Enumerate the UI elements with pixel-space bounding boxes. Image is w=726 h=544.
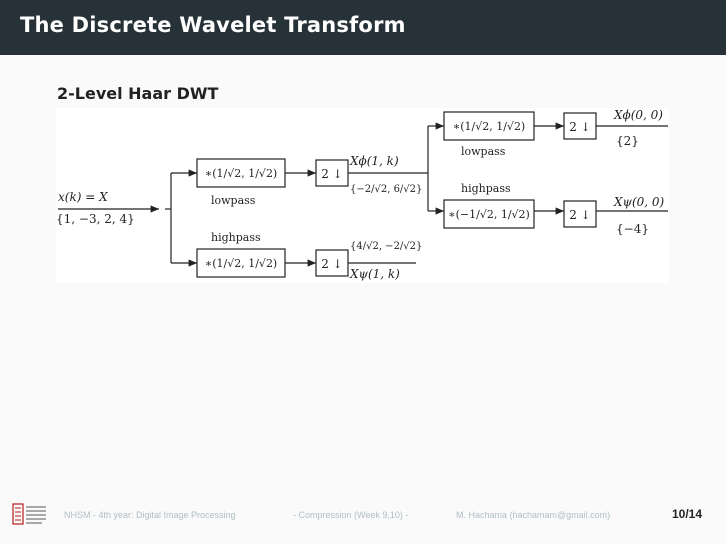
l2-lowpass-filter: ∗(1/√2, 1/√2) — [453, 120, 525, 133]
l2-high-downsample: 2 ↓ — [569, 208, 591, 222]
l2-approx-value: {2} — [616, 134, 639, 148]
l2-lowpass-filter-box — [443, 111, 535, 141]
l2-highpass-filter: ∗(−1/√2, 1/√2) — [448, 208, 530, 221]
l1-detail-values: {4/√2, −2/√2} — [350, 241, 422, 252]
l1-detail-label: Xψ(1, k) — [349, 267, 400, 281]
l1-lowpass-filter: ∗(1/√2, 1/√2) — [205, 167, 277, 180]
frame-subtitle: 2-Level Haar DWT — [57, 84, 219, 103]
footer: NHSM - 4th year: Digital Image Processin… — [0, 500, 726, 530]
l1-approx-label: Xϕ(1, k) — [349, 154, 399, 168]
dwt-svg: x(k) = X {1, −3, 2, 4} ∗(1/√2, 1/√2) low… — [56, 108, 668, 281]
l1-high-downsample: 2 ↓ — [321, 257, 343, 271]
l2-lowpass-label: lowpass — [461, 145, 506, 158]
l2-low-downsample: 2 ↓ — [569, 120, 591, 134]
l1-approx-values: {−2/√2, 6/√2} — [350, 184, 422, 195]
input-label: x(k) = X — [58, 190, 108, 204]
l1-highpass-label: highpass — [211, 231, 261, 244]
l1-highpass-filter: ∗(1/√2, 1/√2) — [205, 257, 277, 270]
l1-lowpass-filter-box — [196, 158, 286, 188]
input-values: {1, −3, 2, 4} — [56, 212, 135, 226]
haar-dwt-diagram: x(k) = X {1, −3, 2, 4} ∗(1/√2, 1/√2) low… — [56, 108, 669, 283]
l1-highpass-filter-box — [196, 248, 286, 278]
footer-week: - Compression (Week 9,10) - — [293, 510, 409, 520]
l2-approx-label: Xϕ(0, 0) — [613, 108, 663, 122]
page-number: 10/14 — [672, 507, 703, 521]
l1-lowpass-label: lowpass — [211, 194, 256, 207]
title-bar: The Discrete Wavelet Transform — [0, 0, 726, 55]
footer-author: M. Hachama (hachamam@gmail.com) — [456, 510, 611, 520]
l2-detail-value: {−4} — [616, 222, 649, 236]
l2-detail-label: Xψ(0, 0) — [613, 195, 665, 209]
footer-course: NHSM - 4th year: Digital Image Processin… — [64, 510, 236, 520]
l2-highpass-label: highpass — [461, 182, 511, 195]
l2-high-downsample-box — [563, 200, 597, 228]
input-signal: x(k) = X {1, −3, 2, 4} — [56, 190, 135, 226]
l1-low-downsample: 2 ↓ — [321, 167, 343, 181]
slide-title: The Discrete Wavelet Transform — [20, 13, 406, 37]
l2-highpass-filter-box — [443, 199, 535, 229]
institution-logo — [12, 503, 46, 525]
